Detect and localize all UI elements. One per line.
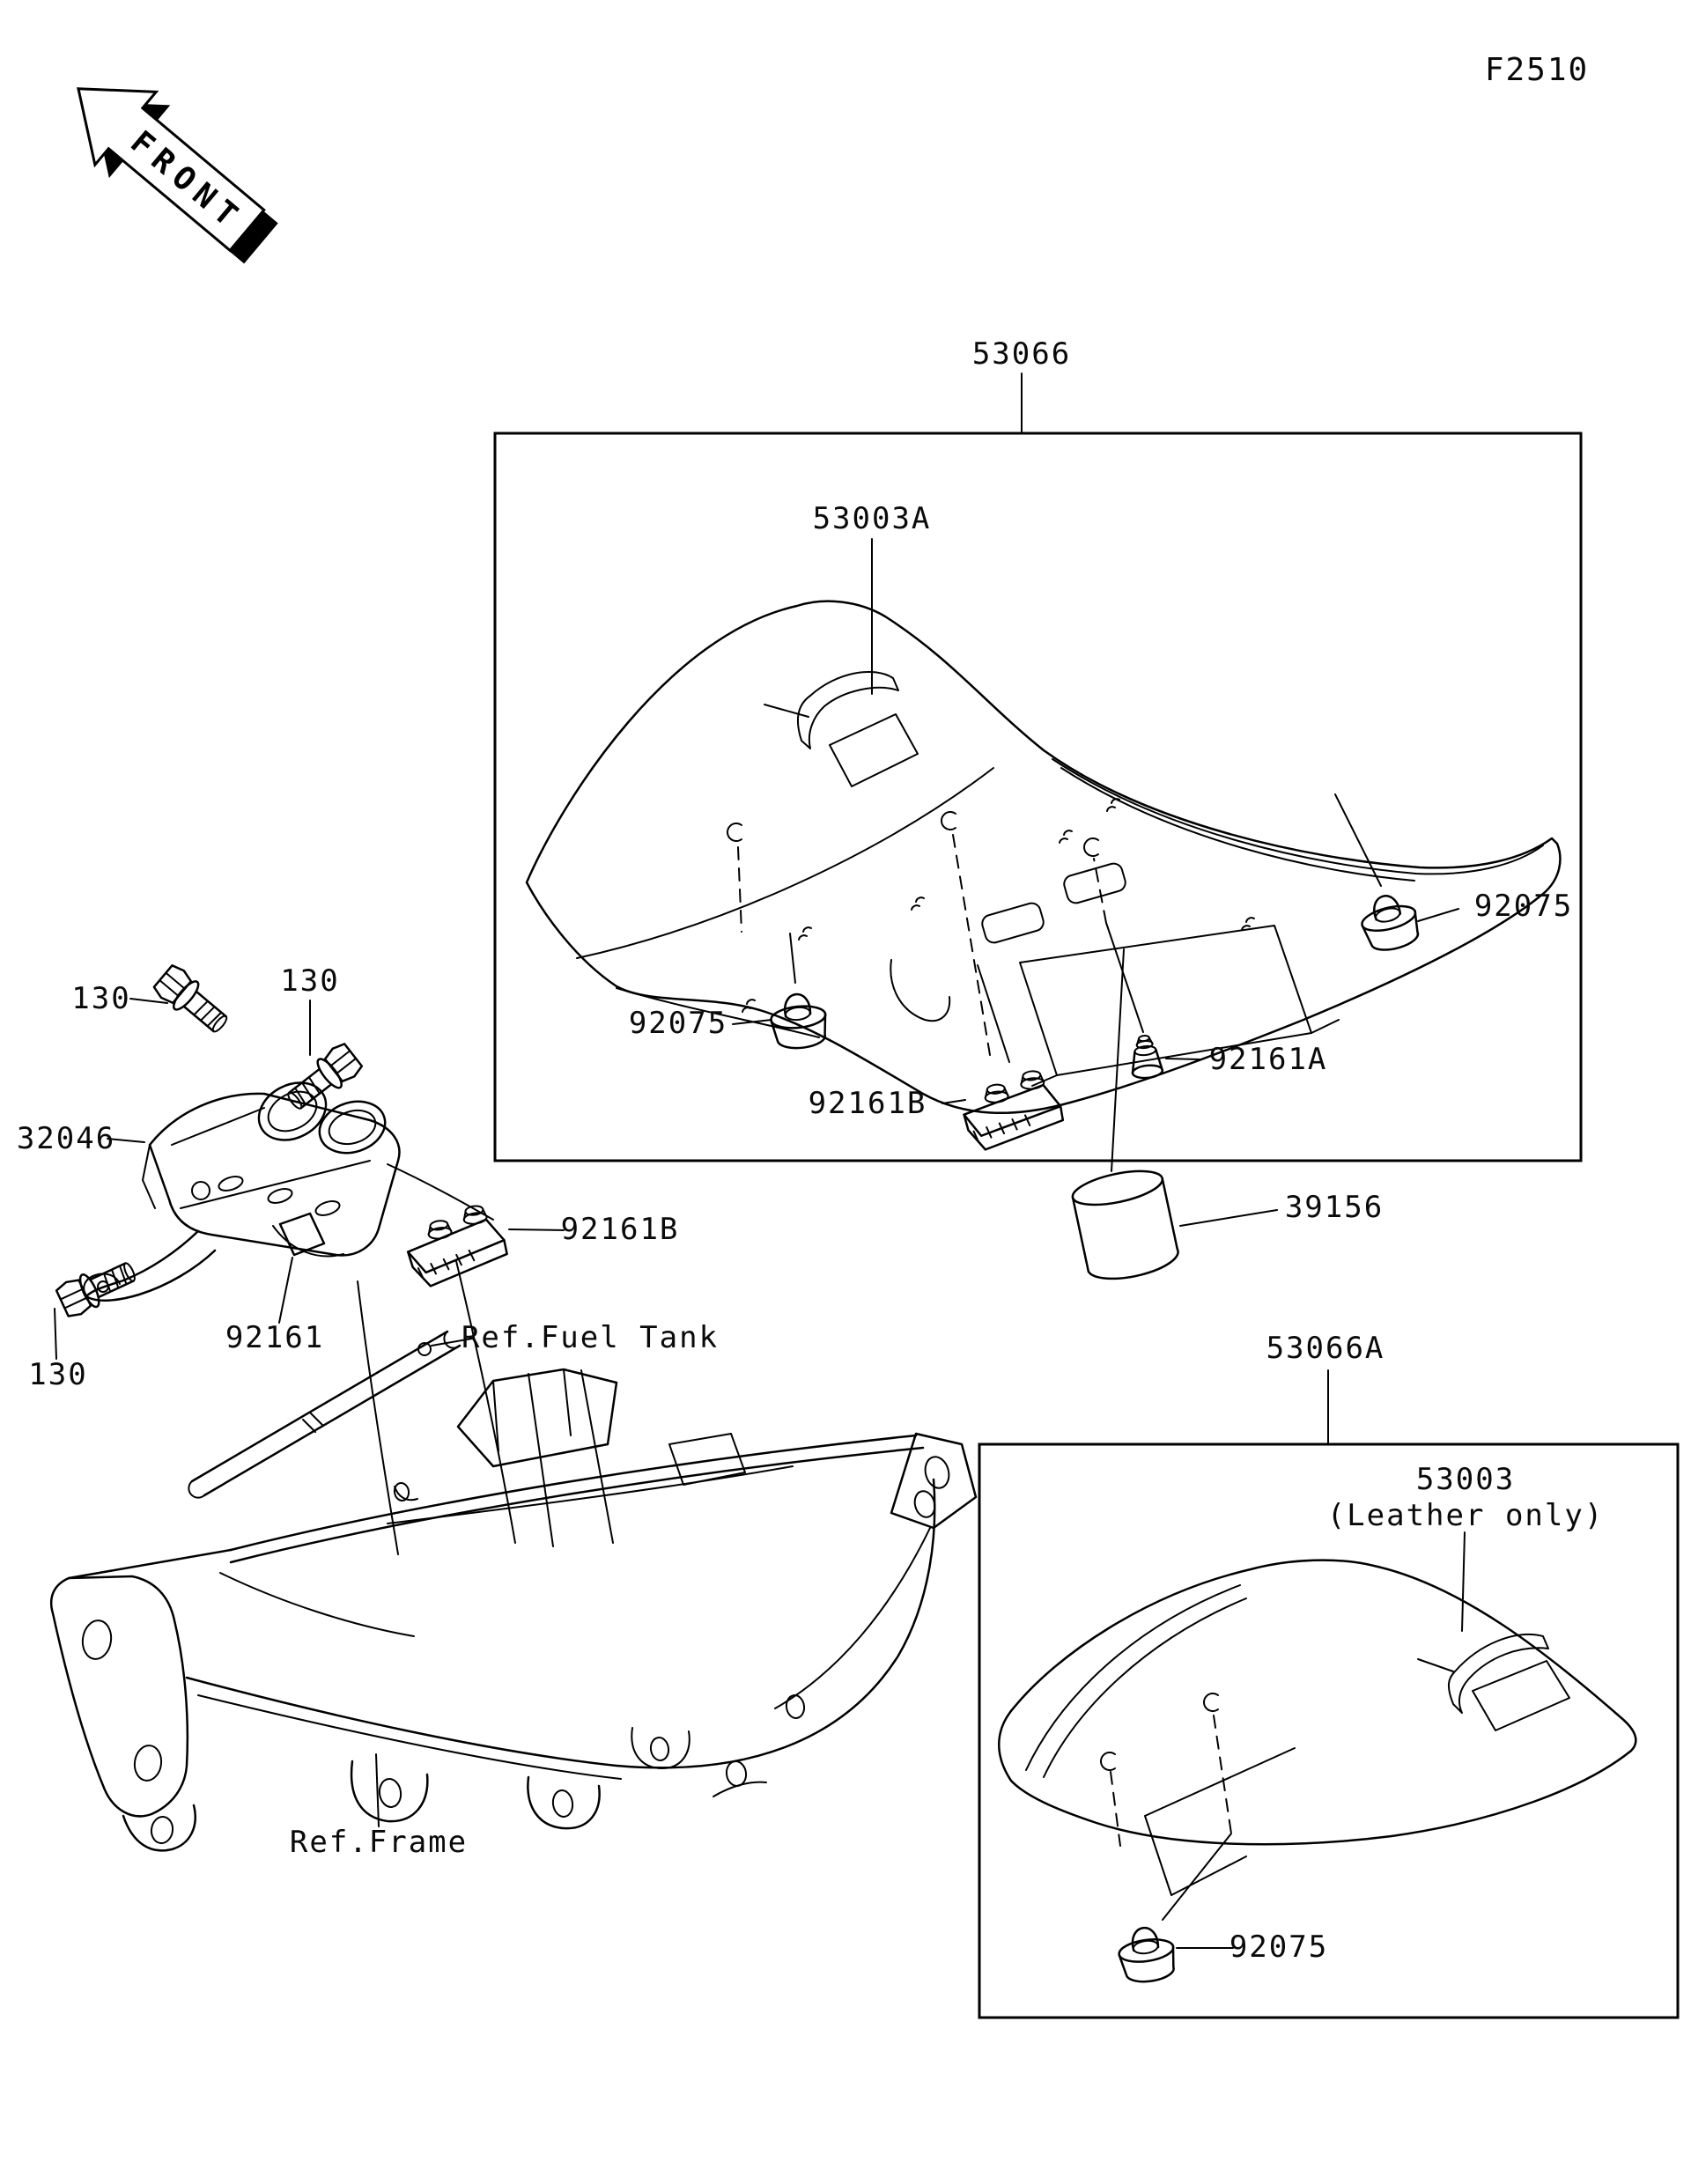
damper-92075-left — [767, 990, 831, 1052]
front-direction-arrow: FRONT — [77, 87, 278, 264]
screw-92161a — [1131, 1035, 1164, 1080]
part-label-130-2[interactable]: 130 — [280, 963, 340, 1000]
part-label-92161b-box[interactable]: 92161B — [808, 1086, 927, 1122]
frame-drawing — [49, 1368, 978, 1852]
part-label-92075-lower[interactable]: 92075 — [1229, 1929, 1329, 1966]
bracket-32046-drawing — [54, 962, 401, 1321]
part-label-53066[interactable]: 53066 — [971, 336, 1072, 373]
leather-only-note: (Leather only) — [1326, 1498, 1605, 1534]
part-label-39156[interactable]: 39156 — [1284, 1190, 1385, 1226]
part-label-130-3[interactable]: 130 — [28, 1357, 88, 1393]
part-label-92075-upper-left[interactable]: 92075 — [628, 1006, 728, 1042]
part-label-130-1[interactable]: 130 — [71, 981, 131, 1017]
lower-seat-drawing — [998, 1559, 1637, 1896]
band-92161b-box — [959, 1067, 1067, 1153]
part-label-92075-upper-right[interactable]: 92075 — [1473, 889, 1574, 925]
upper-seat-drawing — [525, 600, 1562, 1115]
part-label-92161b-left[interactable]: 92161B — [560, 1212, 680, 1248]
band-92161b-left — [402, 1201, 512, 1290]
fuel-tank-strip-drawing — [188, 1330, 462, 1499]
damper-92075-lower — [1114, 1922, 1179, 1987]
part-label-32046[interactable]: 32046 — [16, 1121, 116, 1157]
part-label-53003[interactable]: 53003 — [1415, 1462, 1516, 1498]
pad-39156 — [1071, 1169, 1179, 1280]
part-label-53066a[interactable]: 53066A — [1266, 1331, 1385, 1367]
ref-fuel-tank-label: Ref.Fuel Tank — [461, 1320, 720, 1356]
part-label-92161a[interactable]: 92161A — [1208, 1042, 1328, 1078]
page-code: F2510 — [1484, 52, 1590, 89]
upper-assembly-box — [493, 432, 1583, 1162]
part-label-92161[interactable]: 92161 — [225, 1320, 325, 1356]
damper-92075-right — [1355, 888, 1424, 956]
part-label-53003a[interactable]: 53003A — [812, 501, 932, 537]
ref-frame-label: Ref.Frame — [289, 1825, 469, 1861]
alignment-dashes — [727, 811, 1232, 1921]
